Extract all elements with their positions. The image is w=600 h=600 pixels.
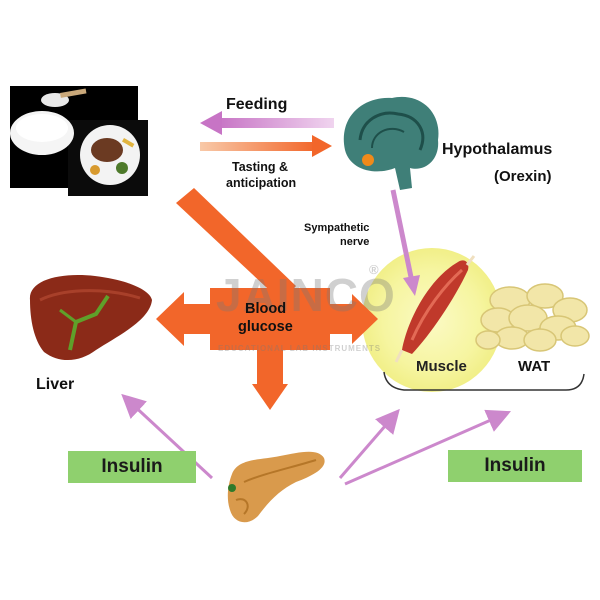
brain-icon (343, 96, 439, 190)
muscle-icon (394, 255, 476, 363)
tasting-arrow (200, 135, 332, 157)
feeding-label: Feeding (226, 96, 288, 113)
hypothalamus-label: Hypothalamus (442, 141, 553, 158)
orexin-label: (Orexin) (494, 168, 552, 185)
feeding-arrow (200, 111, 334, 135)
tasting-label-line2: anticipation (226, 176, 297, 190)
liver-icon (29, 275, 153, 361)
wat-label: WAT (518, 358, 551, 375)
liver-label: Liver (36, 376, 75, 393)
wat-icon (475, 283, 590, 352)
blood-glucose-label-line1: Blood (245, 301, 287, 317)
food-to-muscle-arrow (176, 188, 296, 302)
insulin-label-left: Insulin (68, 451, 196, 483)
tasting-label-line1: Tasting & (232, 160, 289, 174)
sympathetic-label-line1: Sympathetic (304, 222, 370, 234)
watermark-brand: JAINCO (216, 269, 396, 321)
watermark-registered: ® (369, 262, 379, 277)
sympathetic-label-line2: nerve (340, 236, 370, 248)
target-bracket (383, 371, 585, 391)
blood-glucose-arrows (156, 288, 378, 410)
watermark-tagline: EDUCATIONAL LAB INSTRUMENTS (218, 344, 382, 353)
muscle-label: Muscle (416, 358, 467, 375)
insulin-label-right: Insulin (448, 450, 582, 482)
sympathetic-nerve-arrow (390, 189, 420, 296)
pancreas-icon (227, 451, 325, 523)
food-image (10, 86, 148, 196)
blood-glucose-label-line2: glucose (238, 319, 293, 335)
insulin-arrows (121, 393, 511, 486)
